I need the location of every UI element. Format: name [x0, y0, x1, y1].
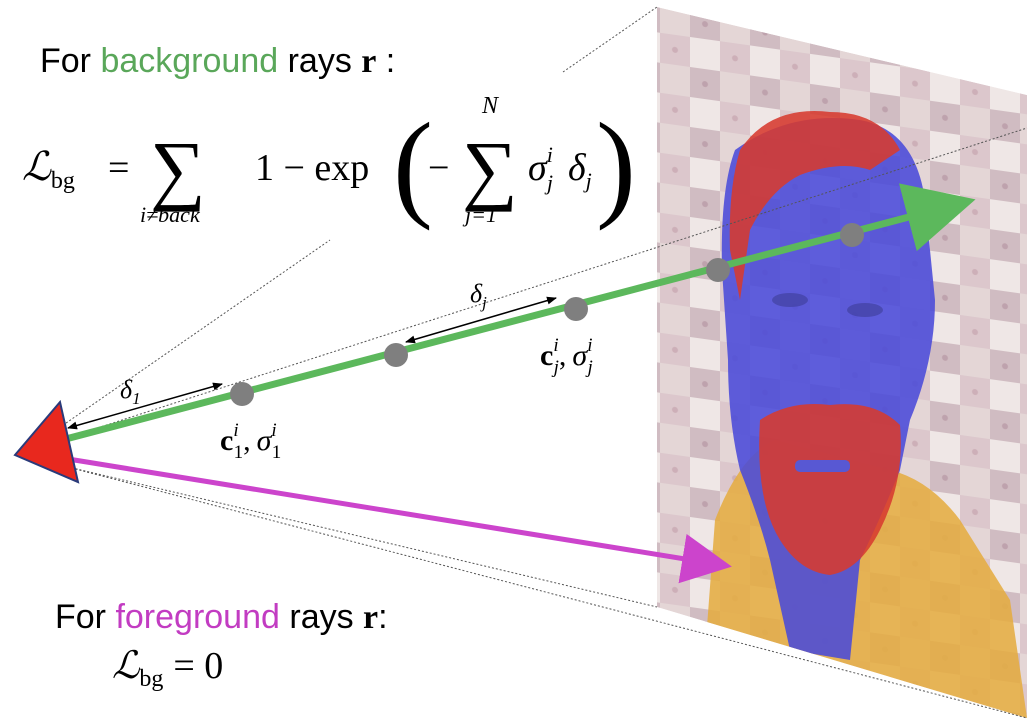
fg-heading-suffix: : [378, 598, 387, 636]
frustum-line-top-left [19, 239, 331, 456]
left-eye [772, 293, 808, 307]
bg-heading-suffix: : [376, 42, 395, 80]
sample-point-3 [564, 297, 588, 321]
outer-sum-lower: i≠back [140, 202, 201, 227]
photo-overlay [657, 7, 1027, 718]
inner-minus: − [428, 147, 449, 189]
delta-term: δj [568, 147, 592, 193]
frustum-line-top-right [562, 6, 658, 73]
outer-sum-symbol: ∑ [150, 125, 206, 212]
bg-heading-symbol: r [361, 43, 376, 80]
fg-heading-middle: rays [280, 598, 363, 636]
bg-heading-prefix: For [40, 42, 100, 80]
camera-icon [13, 399, 80, 484]
bg-heading-keyword: background [100, 42, 278, 80]
sample-point-4 [706, 258, 730, 282]
bg-heading-middle: rays [278, 42, 361, 80]
frustum-line-bottom [59, 464, 1028, 719]
delta-j-arrow [405, 296, 557, 344]
image-plane [657, 7, 1027, 718]
delta-1-arrow [67, 382, 223, 430]
inner-sum-upper: N [481, 93, 500, 119]
delta-j-label: δj [470, 279, 487, 312]
right-eye [847, 303, 883, 317]
delta-1-label: δ1 [120, 375, 141, 408]
paren-close: ) [596, 98, 636, 231]
foreground-loss-equation: ℒbg= 0 [112, 645, 223, 692]
inner-sum-symbol: ∑ [462, 125, 518, 212]
inner-sum-lower: j=1 [462, 202, 497, 227]
segment-beard [759, 404, 901, 575]
fg-heading-prefix: For [55, 598, 115, 636]
fg-heading-keyword: foreground [115, 598, 279, 636]
foreground-ray [61, 455, 732, 584]
loss-bg-equals: = [108, 147, 129, 189]
fg-heading-symbol: r [363, 599, 378, 636]
mouth [795, 460, 850, 472]
paren-open: ( [393, 98, 433, 231]
one-minus-exp: 1 − exp [255, 147, 369, 189]
sample-point-2 [384, 343, 408, 367]
sample-point-5 [840, 223, 864, 247]
loss-bg-lhs: ℒbg [22, 144, 75, 194]
segment-hair [729, 111, 900, 300]
background-heading: For background rays r : [40, 42, 395, 80]
sample-point-1 [230, 382, 254, 406]
frustum-line-lower [59, 464, 658, 608]
foreground-heading: For foreground rays r: [55, 598, 388, 636]
